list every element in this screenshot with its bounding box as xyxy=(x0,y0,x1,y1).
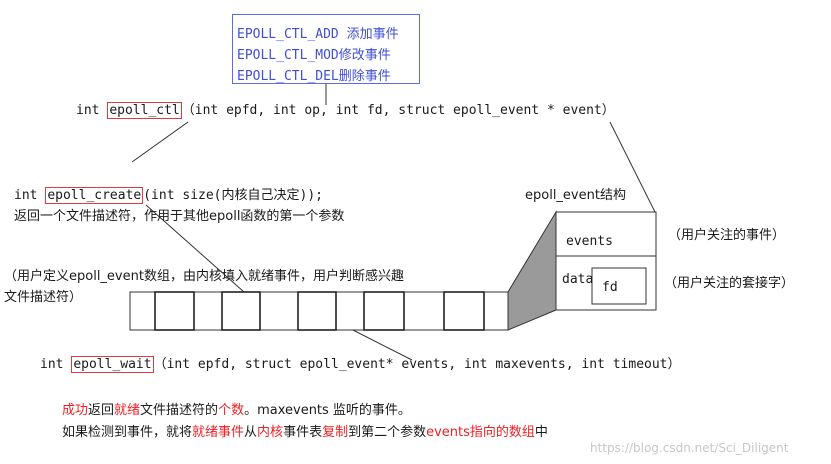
return-desc-line1: 成功返回就绪文件描述符的个数。maxevents 监听的事件。 xyxy=(62,404,411,417)
op-types-box: EPOLL_CTL_ADD 添加事件 EPOLL_CTL_MOD修改事件 EPO… xyxy=(232,14,420,84)
array-cell xyxy=(363,291,405,331)
epoll-create-desc: 返回一个文件描述符，作用于其他epoll函数的第一个参数 xyxy=(14,209,345,224)
struct-title: epoll_event结构 xyxy=(525,188,626,203)
return-segment: 如果检测到事件，就将 xyxy=(62,425,193,440)
wait-array-line xyxy=(348,327,413,361)
array-cell xyxy=(297,291,337,331)
watermark: https://blog.csdn.net/Sci_Diligent xyxy=(590,441,789,455)
array-cells xyxy=(154,291,485,331)
return-segment: events指向的数组 xyxy=(426,425,535,440)
return-segment: 中 xyxy=(534,425,548,440)
epoll-ctl-return-type: int xyxy=(76,103,108,118)
epoll-wait-func-name: epoll_wait xyxy=(71,356,154,373)
return-segment: 从 xyxy=(244,425,258,440)
return-segment: 就绪 xyxy=(114,403,141,418)
array-cell xyxy=(221,291,261,331)
op-add: EPOLL_CTL_ADD 添加事件 xyxy=(237,27,399,42)
epoll-wait-return-type: int xyxy=(40,357,72,372)
return-segment: 就绪事件 xyxy=(192,425,245,440)
epoll-ctl-func-name: epoll_ctl xyxy=(107,102,182,119)
field-fd: fd xyxy=(602,280,618,295)
event-array xyxy=(129,291,509,331)
epoll-create-func-name: epoll_create xyxy=(45,187,144,204)
array-note-line2: 文件描述符） xyxy=(4,290,83,305)
array-expand-wedge xyxy=(507,210,557,331)
epoll-create-signature: int epoll_create(int size(内核自己决定)); xyxy=(14,187,323,204)
epoll-wait-signature: int epoll_wait（int epfd, struct epoll_ev… xyxy=(40,356,681,373)
return-segment: 复制 xyxy=(322,425,349,440)
return-segment: 内核 xyxy=(257,425,284,440)
ctl-create-line xyxy=(131,121,189,163)
epoll-ctl-params: （int epfd, int op, int fd, struct epoll_… xyxy=(181,103,615,118)
op-del: EPOLL_CTL_DEL删除事件 xyxy=(237,69,391,84)
create-array-line xyxy=(145,204,245,293)
array-note-line1: （用户定义epoll_event数组，由内核填入就绪事件，用户判断感兴趣 xyxy=(4,269,404,284)
array-cell xyxy=(154,291,195,331)
return-segment: 文件描述符的 xyxy=(140,403,219,418)
return-segment: 返回 xyxy=(88,403,115,418)
event-struct-line xyxy=(609,121,656,213)
events-note: （用户关注的事件） xyxy=(668,228,786,243)
epoll-wait-params: （int epfd, struct epoll_event* events, i… xyxy=(153,357,681,372)
return-segment: 个数 xyxy=(218,403,245,418)
fd-note: （用户关注的套接字） xyxy=(664,276,795,291)
fd-box xyxy=(591,267,647,305)
return-segment: 事件表 xyxy=(283,425,323,440)
return-segment: 。maxevents 监听的事件。 xyxy=(244,403,411,418)
field-data: data xyxy=(562,272,594,287)
return-desc-line2: 如果检测到事件，就将就绪事件从内核事件表复制到第二个参数events指向的数组中 xyxy=(62,426,548,439)
epoll-create-params: (int size(内核自己决定)); xyxy=(143,188,323,203)
return-segment: 到第二个参数 xyxy=(348,425,427,440)
field-events: events xyxy=(566,234,613,249)
return-segment: 成功 xyxy=(62,403,89,418)
epoll-create-return-type: int xyxy=(14,188,46,203)
op-mod: EPOLL_CTL_MOD修改事件 xyxy=(237,48,391,63)
array-cell xyxy=(443,291,485,331)
epoll-ctl-signature: int epoll_ctl（int epfd, int op, int fd, … xyxy=(76,102,615,119)
